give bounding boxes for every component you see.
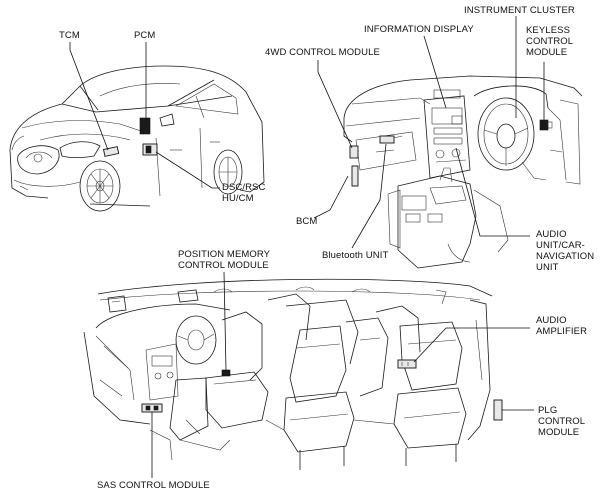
plg-control-module-label: PLG CONTROL MODULE [538, 405, 586, 438]
tcm-leader [69, 42, 109, 151]
bcm-leader [313, 175, 349, 219]
keyless-module-shape [539, 119, 549, 131]
pcm-module-shape [139, 117, 151, 135]
position-memory-leader [223, 271, 227, 371]
audio-unit-leader [455, 147, 530, 237]
dsc-leader [155, 151, 220, 189]
bluetooth-leader [351, 143, 387, 249]
4wd-module-shape [349, 145, 359, 159]
information-display-label: INFORMATION DISPLAY [364, 24, 474, 35]
plg-module-shape [493, 399, 503, 421]
keyless-control-module-label: KEYLESS CONTROL MODULE [526, 25, 574, 58]
sas-control-module-label: SAS CONTROL MODULE [97, 480, 210, 491]
pcm-label: PCM [134, 30, 156, 41]
4wd-leader [317, 60, 353, 149]
tcm-label: TCM [59, 30, 80, 41]
instrument-cluster-label: INSTRUMENT CLUSTER [464, 5, 575, 16]
interior-drawing [83, 278, 503, 470]
info-display-leader [423, 35, 447, 109]
bcm-module-shape [351, 165, 359, 187]
sas-module-shape [141, 403, 163, 413]
bluetooth-module-shape [379, 135, 395, 144]
audio-amplifier-leader [413, 327, 530, 363]
bcm-label: BCM [296, 216, 318, 227]
4wd-control-module-label: 4WD CONTROL MODULE [265, 47, 380, 58]
bluetooth-unit-label: Bluetooth UNIT [322, 250, 389, 261]
audio-amplifier-label: AUDIO AMPLIFIER [536, 315, 588, 337]
tcm-module-shape [102, 146, 120, 157]
dsc-rsc-hu-cm-label: DSC/RSC HU/CM [222, 182, 266, 204]
audio-amplifier-module-shape [397, 359, 417, 369]
position-memory-module-shape [221, 369, 231, 377]
dashboard-drawing [343, 75, 583, 269]
position-memory-control-module-label: POSITION MEMORY CONTROL MODULE [178, 249, 271, 271]
vehicle-exterior-drawing [9, 65, 265, 212]
audio-unit-car-navigation-unit-label: AUDIO UNIT/CAR- NAVIGATION UNIT [536, 229, 595, 273]
